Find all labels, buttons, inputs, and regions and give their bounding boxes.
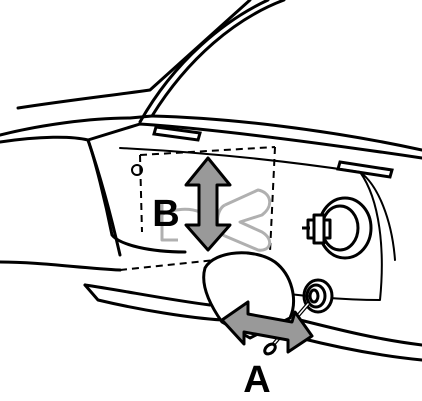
socket-connector: [302, 198, 371, 258]
adjuster-grommet: [304, 280, 332, 312]
body-side: [0, 137, 120, 270]
callout-label-a: A: [243, 359, 270, 401]
window-frame: [0, 0, 422, 150]
callout-label-b: B: [152, 193, 179, 235]
